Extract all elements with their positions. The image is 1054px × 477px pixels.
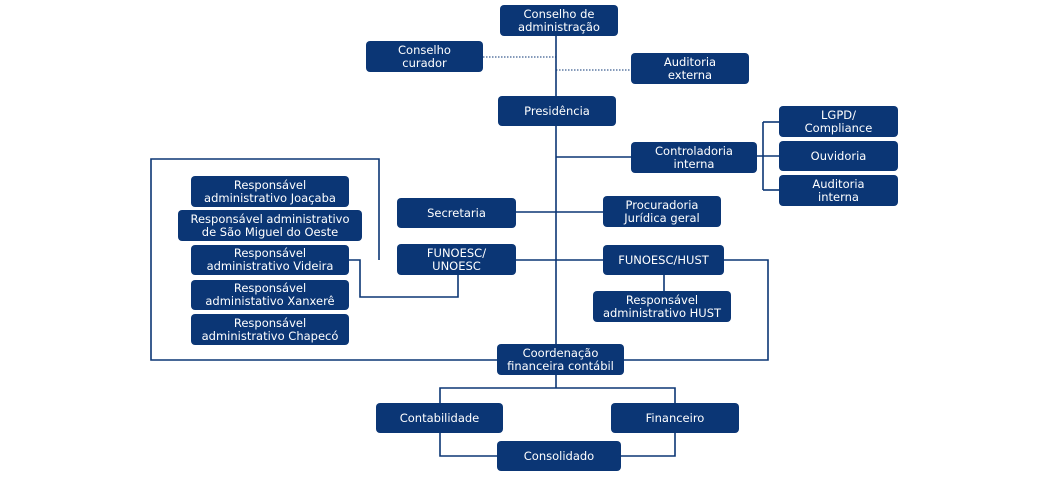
auditoria-interna-box: Auditoria interna bbox=[779, 175, 898, 206]
funoesc-hust-box: FUNOESC/HUST bbox=[603, 245, 724, 275]
presidencia-box: Presidência bbox=[498, 96, 616, 126]
financeiro-consolidado bbox=[616, 433, 676, 457]
financeiro-box: Financeiro bbox=[611, 403, 739, 433]
resp-hust-box: Responsável administrativo HUST bbox=[593, 291, 731, 322]
auditoria-externa-box: Auditoria externa bbox=[631, 53, 749, 84]
controladoria-interna-box: Controladoria interna bbox=[631, 142, 757, 173]
funoesc-unoesc-box: FUNOESC/ UNOESC bbox=[397, 244, 516, 275]
lgpd-compliance-box: LGPD/ Compliance bbox=[779, 106, 898, 137]
unoesc-bottom-link bbox=[349, 259, 459, 298]
procuradoria-box: Procuradoria Jurídica geral bbox=[603, 196, 721, 227]
resp-sao-miguel-box: Responsável administrativo de São Miguel… bbox=[178, 210, 362, 241]
contabilidade-consolidado bbox=[439, 433, 497, 457]
resp-chapeco-box: Responsável administrativo Chapecó bbox=[191, 314, 349, 345]
conselho-curador-box: Conselho curador bbox=[366, 41, 483, 72]
secretaria-box: Secretaria bbox=[397, 198, 516, 228]
resp-videira-box: Responsável administrativo Videira bbox=[191, 245, 349, 275]
resp-xanxere-box: Responsável administativo Xanxerê bbox=[191, 280, 349, 310]
coordenacao-financeira-box: Coordenação financeira contábil bbox=[497, 344, 624, 375]
contabilidade-box: Contabilidade bbox=[376, 403, 503, 433]
resp-joacaba-box: Responsável administrativo Joaçaba bbox=[191, 176, 349, 207]
consolidado-box: Consolidado bbox=[497, 441, 621, 471]
hust-right-frame bbox=[624, 259, 769, 361]
unoesc-left-frame bbox=[150, 158, 497, 361]
bottom-bracket-top bbox=[439, 387, 676, 403]
ouvidoria-box: Ouvidoria bbox=[779, 141, 898, 171]
conselho-administracao-box: Conselho de administração bbox=[500, 5, 618, 36]
